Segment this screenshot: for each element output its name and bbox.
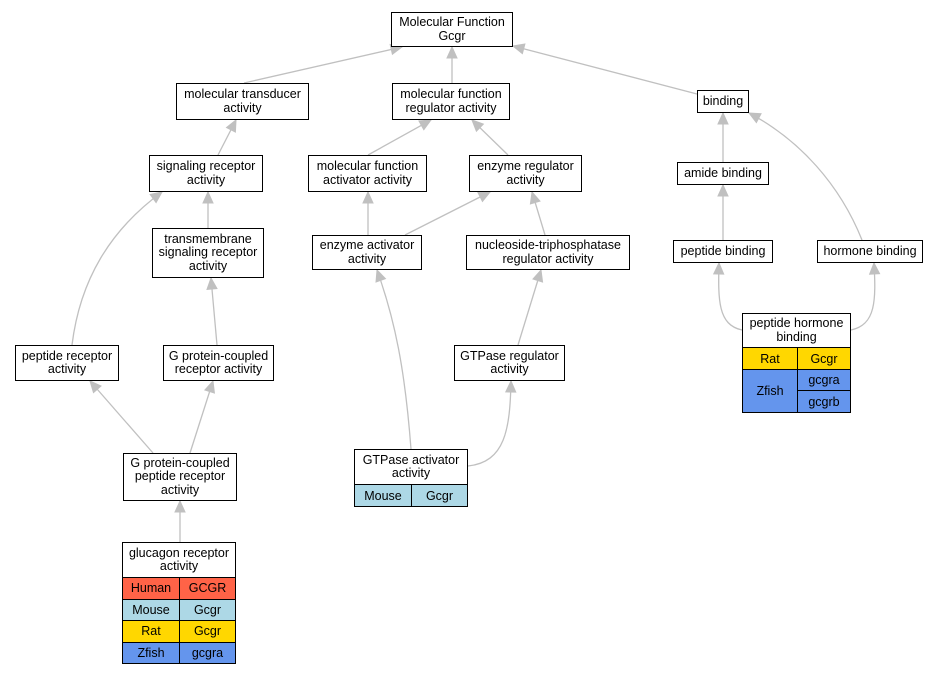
table-title: glucagon receptor activity <box>123 543 235 578</box>
edge-enzact-enzreg <box>404 191 491 236</box>
edge-sigrec-transducer-arrowhead <box>225 118 237 133</box>
table-title: peptide hormone binding <box>743 314 850 349</box>
species-cell: Rat <box>743 348 798 369</box>
species-cell: Mouse <box>123 599 180 620</box>
edge-activator-regulator <box>367 119 432 156</box>
table-title: GTPase activator activity <box>355 450 467 485</box>
species-cell: Mouse <box>355 485 412 506</box>
edge-gtpreg-ntpreg-arrowhead <box>532 268 544 283</box>
node-peptide-receptor-activity[interactable]: peptide receptor activity <box>15 345 119 381</box>
node-gtpase-activator-activity[interactable]: GTPase activator activity Mouse Gcgr <box>354 449 468 507</box>
edge-binding-root <box>512 45 698 95</box>
table-row: Rat Gcgr <box>743 348 850 370</box>
node-transmembrane-signaling-receptor-activity[interactable]: transmembrane signaling receptor activit… <box>152 228 264 278</box>
gene-cell: gcgra <box>798 370 850 391</box>
edge-phb-peptide-arrowhead <box>712 261 725 275</box>
table-row: Rat Gcgr <box>123 621 235 643</box>
edge-gtpact-gtpreg <box>467 380 512 467</box>
table-row: Human GCGR <box>123 578 235 600</box>
node-signaling-receptor-activity[interactable]: signaling receptor activity <box>149 155 263 192</box>
edge-regulator-root-arrowhead <box>446 45 458 59</box>
edge-phb-hormone-arrowhead <box>868 261 881 275</box>
edge-gpcrpep-peprec-arrowhead <box>89 380 102 394</box>
node-molecular-function-regulator-activity[interactable]: molecular function regulator activity <box>392 83 510 120</box>
edge-enzreg-regulator-arrowhead <box>471 119 485 133</box>
species-cell: Zfish <box>123 642 180 663</box>
edge-gtpact-enzact-arrowhead <box>375 268 387 283</box>
node-hormone-binding[interactable]: hormone binding <box>817 240 923 263</box>
gene-cell: GCGR <box>180 578 235 599</box>
table-row: Mouse Gcgr <box>355 485 467 506</box>
edge-gtpact-gtpreg-arrowhead <box>504 379 517 393</box>
node-enzyme-activator-activity[interactable]: enzyme activator activity <box>312 235 422 270</box>
edge-gtpact-enzact <box>376 269 412 450</box>
edge-hormone-binding-arrowhead <box>747 112 762 124</box>
gene-cell: Gcgr <box>180 621 235 642</box>
edge-gtpreg-ntpreg <box>517 269 542 346</box>
edge-gpcrpep-gpcr-arrowhead <box>203 379 216 394</box>
species-cell: Zfish <box>743 370 798 412</box>
edge-peprec-sigrec <box>71 191 163 346</box>
node-amide-binding[interactable]: amide binding <box>677 162 769 185</box>
edge-glucagon-gpcrpep-arrowhead <box>174 499 186 513</box>
edge-gpcrpep-gpcr <box>189 380 214 454</box>
edge-peptide-amide-arrowhead <box>717 183 729 197</box>
gene-cell: Gcgr <box>412 485 467 506</box>
node-molecular-function-activator-activity[interactable]: molecular function activator activity <box>308 155 427 192</box>
node-gtpase-regulator-activity[interactable]: GTPase regulator activity <box>454 345 565 381</box>
gene-cell: Gcgr <box>798 348 850 369</box>
node-molecular-transducer-activity[interactable]: molecular transducer activity <box>176 83 309 120</box>
edge-enzact-activator-arrowhead <box>362 190 374 204</box>
species-cell: Human <box>123 578 180 599</box>
edge-binding-root-arrowhead <box>511 43 526 55</box>
edge-peprec-sigrec-arrowhead <box>149 191 163 204</box>
table-row: Zfish gcgra gcgrb <box>743 370 850 412</box>
gene-cell: gcgrb <box>798 391 850 412</box>
edge-ntpreg-enzreg-arrowhead <box>529 190 541 205</box>
node-glucagon-receptor-activity[interactable]: glucagon receptor activity Human GCGR Mo… <box>122 542 236 664</box>
node-peptide-hormone-binding[interactable]: peptide hormone binding Rat Gcgr Zfish g… <box>742 313 851 413</box>
node-nucleoside-triphosphatase-regulator-activity[interactable]: nucleoside-triphosphatase regulator acti… <box>466 235 630 270</box>
edge-gpcrpep-peprec <box>89 380 154 454</box>
edge-tmsig-sigrec-arrowhead <box>202 190 214 204</box>
edge-gpcr-tmsig-arrowhead <box>206 276 218 290</box>
edge-enzact-enzreg-arrowhead <box>477 191 492 203</box>
node-peptide-binding[interactable]: peptide binding <box>673 240 773 263</box>
table-row: Mouse Gcgr <box>123 599 235 621</box>
table-row: Zfish gcgra <box>123 642 235 663</box>
edge-activator-regulator-arrowhead <box>418 119 433 131</box>
edge-transducer-root <box>243 46 403 84</box>
gene-cell: Gcgr <box>180 599 235 620</box>
species-cell: Rat <box>123 621 180 642</box>
node-molecular-function[interactable]: Molecular Function Gcgr <box>391 12 513 47</box>
node-binding[interactable]: binding <box>697 90 749 113</box>
node-g-protein-coupled-receptor-activity[interactable]: G protein-coupled receptor activity <box>163 345 274 381</box>
node-enzyme-regulator-activity[interactable]: enzyme regulator activity <box>469 155 582 192</box>
node-g-protein-coupled-peptide-receptor-activity[interactable]: G protein-coupled peptide receptor activ… <box>123 453 237 501</box>
edge-hormone-binding <box>748 112 863 241</box>
gene-cell: gcgra <box>180 642 235 663</box>
edge-amide-binding-arrowhead <box>717 111 729 125</box>
